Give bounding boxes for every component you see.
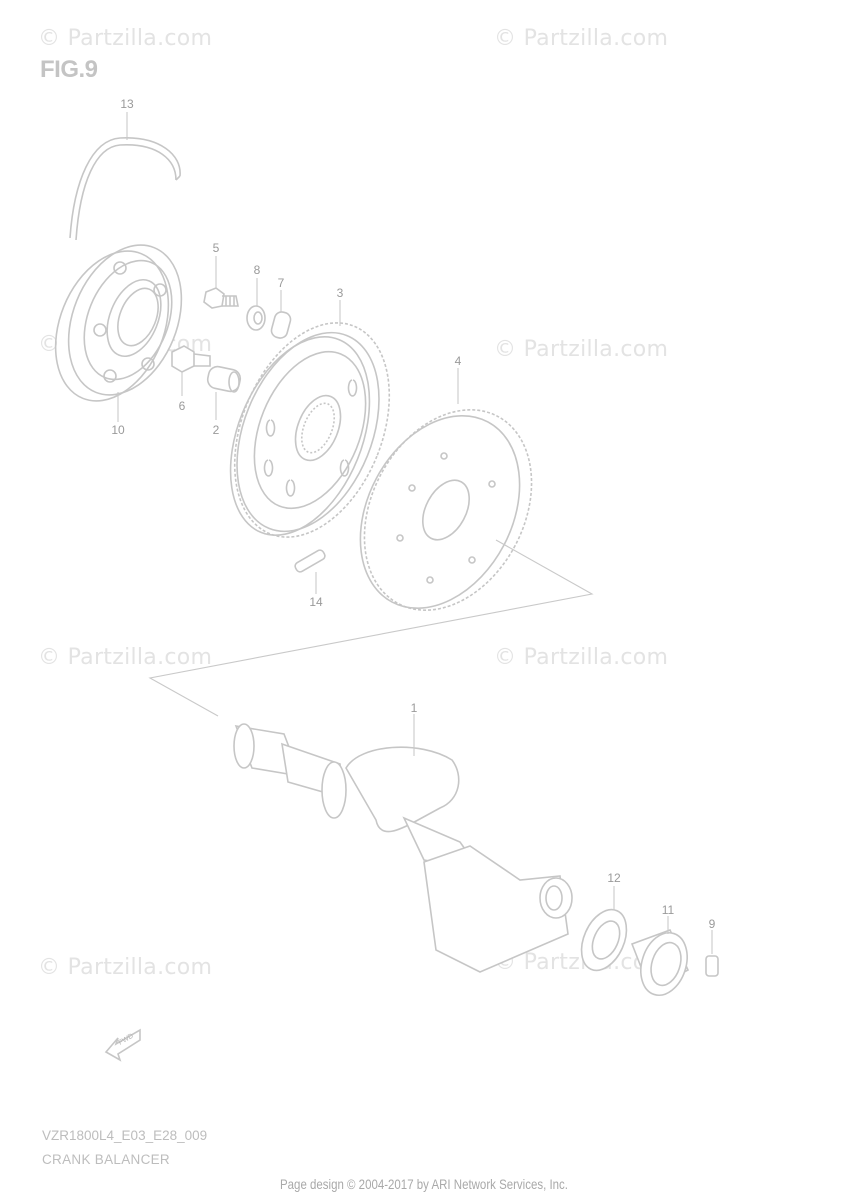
watermark: © Partzilla.com [38,645,213,670]
watermark: © Partzilla.com [494,337,669,362]
diagram-title: CRANK BALANCER [42,1152,170,1167]
part-number-14: 14 [309,595,323,609]
part-number-6: 6 [179,399,186,413]
part-5-bolt[interactable] [203,287,239,309]
part-number-1: 1 [411,701,418,715]
part-number-8: 8 [254,263,261,277]
part-number-13: 13 [120,97,134,111]
part-9-pin[interactable] [705,955,719,977]
part-1-balancer-shaft[interactable] [233,723,573,973]
part-7-plate[interactable] [270,310,292,339]
diagram-code: VZR1800L4_E03_E28_009 [42,1128,208,1143]
part-3-gear[interactable] [204,300,419,560]
part-number-11: 11 [662,903,675,917]
part-number-2: 2 [213,423,220,437]
part-6-bolt[interactable] [171,345,211,373]
part-number-5: 5 [213,241,220,255]
part-11-needle-bearing[interactable] [630,927,695,1001]
part-13-circlip[interactable] [69,137,181,241]
figure-label: FIG.9 [40,56,98,83]
part-14-pin[interactable] [294,549,327,574]
part-number-7: 7 [278,276,285,290]
part-number-9: 9 [709,917,716,931]
part-number-12: 12 [607,871,621,885]
footer-copyright: Page design © 2004-2017 by ARI Network S… [280,1176,568,1192]
watermark: © Partzilla.com [38,26,213,51]
watermark: © Partzilla.com [494,645,669,670]
assembly-callout-line [148,539,594,717]
part-2-sleeve[interactable] [206,365,242,393]
part-8-washer[interactable] [246,305,266,331]
watermark: © Partzilla.com [38,955,213,980]
watermark: © Partzilla.com [494,26,669,51]
part-12-washer[interactable] [573,903,636,978]
part-4-gear[interactable] [329,381,565,640]
part-10-bearing[interactable] [35,228,203,418]
part-number-10: 10 [111,423,125,437]
fwd-arrow-icon: FWD [104,1028,141,1062]
part-number-3: 3 [337,286,344,300]
part-number-4: 4 [455,354,462,368]
leader-lines [117,112,713,954]
